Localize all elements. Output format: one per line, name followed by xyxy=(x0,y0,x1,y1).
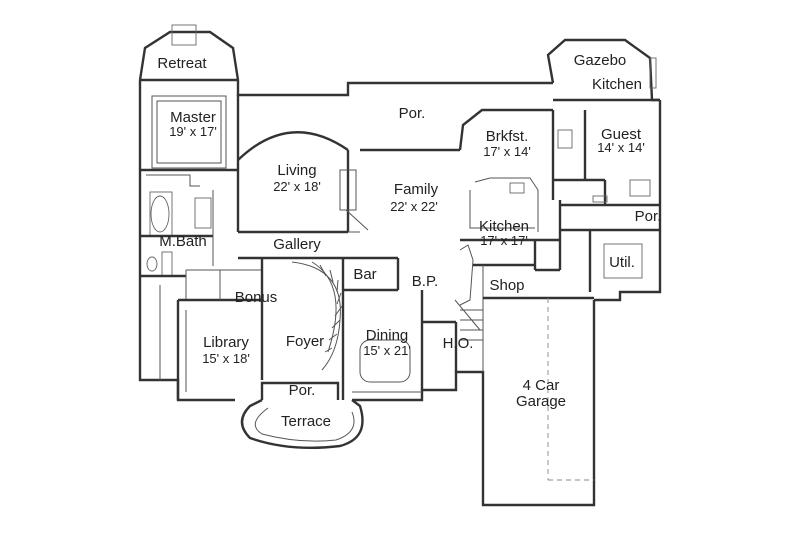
guest-label: Guest xyxy=(600,126,642,143)
kitchen-label: Kitchen xyxy=(478,218,530,235)
living-gallery-walls xyxy=(237,131,369,380)
guest-walls xyxy=(553,57,660,207)
family-kitchen-walls xyxy=(360,108,562,341)
master-size: 19' x 17' xyxy=(169,124,217,139)
dining-size: 15' x 21' xyxy=(363,343,411,358)
guest-size: 14' x 14' xyxy=(597,140,645,155)
shop-label: Shop xyxy=(489,277,525,294)
outdoor-kitchen-label: Kitchen xyxy=(591,76,643,93)
dining-walls xyxy=(341,256,458,400)
side-porch-label: Por. xyxy=(634,208,662,225)
rear-porch-label: Por. xyxy=(398,105,426,122)
brkfst-size: 17' x 14' xyxy=(483,144,531,159)
kitchen-size: 17' x 17' xyxy=(480,233,528,248)
brkfst-label: Brkfst. xyxy=(485,128,529,145)
terrace-outline xyxy=(240,398,364,449)
garage-walls xyxy=(483,296,594,481)
library-walls xyxy=(176,270,262,400)
foyer-stair xyxy=(291,261,343,371)
master-label: Master xyxy=(170,109,216,126)
garage-label-line1: 4 Car xyxy=(522,377,560,394)
master-suite-walls xyxy=(140,24,262,380)
ho-label: H.O. xyxy=(442,335,474,352)
bonus-label: Bonus xyxy=(234,289,278,306)
family-size: 22' x 22' xyxy=(390,199,438,214)
gallery-label: Gallery xyxy=(273,236,321,253)
util-walls xyxy=(473,228,660,372)
front-porch-label: Por. xyxy=(288,382,316,399)
terrace-label: Terrace xyxy=(280,413,332,430)
exterior-walls xyxy=(138,30,662,507)
living-label: Living xyxy=(277,162,317,179)
foyer-label: Foyer xyxy=(285,333,325,350)
dining-label: Dining xyxy=(365,327,409,344)
retreat-label: Retreat xyxy=(157,55,207,72)
mbath-label: M.Bath xyxy=(159,233,207,250)
bar-label: Bar xyxy=(353,266,377,283)
garage-label-line2: Garage xyxy=(515,393,567,410)
util-label: Util. xyxy=(609,254,635,271)
gazebo-label: Gazebo xyxy=(573,52,627,69)
library-size: 15' x 18' xyxy=(202,351,250,366)
library-label: Library xyxy=(203,334,249,351)
bp-label: B.P. xyxy=(411,273,439,290)
family-label: Family xyxy=(393,181,439,198)
living-size: 22' x 18' xyxy=(273,179,321,194)
